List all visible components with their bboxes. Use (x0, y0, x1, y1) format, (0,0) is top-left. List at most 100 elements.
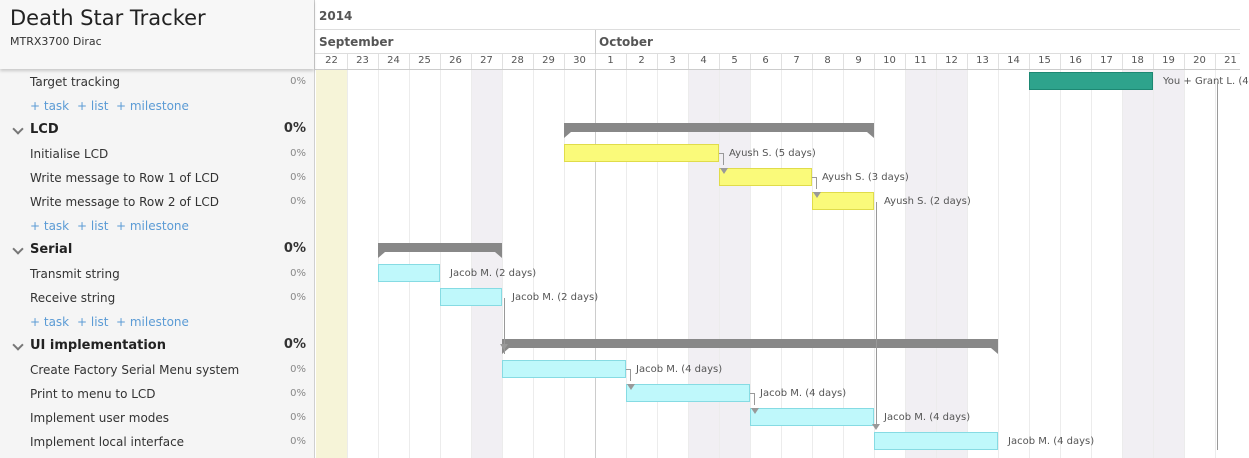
day-divider (719, 54, 720, 69)
weekend-column (1122, 70, 1153, 458)
progress-percent: 0% (290, 412, 306, 423)
day-divider (440, 54, 441, 69)
task-name: Implement local interface (30, 435, 185, 449)
month-divider (595, 30, 596, 54)
day-label: 16 (1069, 55, 1082, 66)
grid-line (688, 70, 689, 458)
dependency-arrow-icon (813, 192, 821, 198)
chevron-down-icon[interactable] (12, 123, 24, 135)
progress-percent: 0% (283, 241, 306, 256)
day-label: 17 (1100, 55, 1113, 66)
task-assignee-label: Ayush S. (5 days) (729, 148, 816, 159)
day-divider (1153, 54, 1154, 69)
grid-line (843, 70, 844, 458)
task-name: Transmit string (30, 267, 120, 281)
add-list-link[interactable]: + list (77, 315, 109, 329)
day-divider (781, 54, 782, 69)
progress-percent: 0% (283, 337, 306, 352)
task-assignee-label: Jacob M. (2 days) (512, 292, 599, 303)
dependency-connector (504, 298, 505, 354)
day-label: 14 (1007, 55, 1020, 66)
task-name: Write message to Row 2 of LCD (30, 195, 220, 209)
task-bar[interactable] (440, 288, 502, 306)
task-row[interactable]: Write message to Row 1 of LCD 0% (0, 166, 314, 190)
progress-percent: 0% (290, 196, 306, 207)
add-milestone-link[interactable]: + milestone (116, 99, 189, 113)
weekend-column (1153, 70, 1184, 458)
task-assignee-label: Jacob M. (4 days) (760, 388, 847, 399)
progress-percent: 0% (290, 148, 306, 159)
grid-line (874, 70, 875, 458)
group-summary-bar[interactable] (502, 339, 998, 354)
progress-percent: 0% (290, 172, 306, 183)
day-label: 1 (607, 55, 614, 66)
group-summary-bar[interactable] (378, 243, 502, 258)
task-bar[interactable] (719, 168, 812, 186)
task-row[interactable]: Transmit string 0% (0, 262, 314, 286)
task-bar[interactable] (626, 384, 750, 402)
add-milestone-link[interactable]: + milestone (116, 315, 189, 329)
dependency-connector (754, 393, 755, 405)
task-name: Write message to Row 1 of LCD (30, 171, 220, 185)
task-bar[interactable] (502, 360, 626, 378)
task-bar[interactable] (812, 192, 874, 210)
progress-percent: 0% (290, 388, 306, 399)
add-milestone-link[interactable]: + milestone (116, 219, 189, 233)
dependency-connector (876, 202, 877, 426)
task-assignee-label: Ayush S. (3 days) (822, 172, 909, 183)
grid-line (719, 70, 720, 458)
day-divider (843, 54, 844, 69)
day-label: 9 (855, 55, 862, 66)
day-label: 25 (418, 55, 431, 66)
chevron-down-icon[interactable] (12, 339, 24, 351)
weekend-column (936, 70, 967, 458)
day-divider (1029, 54, 1030, 69)
task-bar[interactable] (874, 432, 998, 450)
progress-percent: 0% (290, 268, 306, 279)
task-bar[interactable] (750, 408, 874, 426)
day-divider (1091, 54, 1092, 69)
day-label: 4 (700, 55, 707, 66)
day-divider (1122, 54, 1123, 69)
add-task-link[interactable]: + task (30, 219, 70, 233)
group-name: Serial (30, 242, 73, 257)
group-row[interactable]: Serial 0% (0, 238, 314, 262)
add-list-link[interactable]: + list (77, 219, 109, 233)
month-label: October (599, 35, 653, 49)
add-task-link[interactable]: + task (30, 315, 70, 329)
grid-line (1215, 70, 1216, 458)
dependency-arrow-icon (627, 384, 635, 390)
add-task-link[interactable]: + task (30, 99, 70, 113)
task-row[interactable]: Write message to Row 2 of LCD 0% (0, 190, 314, 214)
dependency-connector (816, 177, 817, 189)
task-bar[interactable] (378, 264, 440, 282)
day-label: 6 (762, 55, 769, 66)
day-label: 23 (356, 55, 369, 66)
task-bar[interactable] (1029, 72, 1153, 90)
task-assignee-label: You + Grant L. (4 (1163, 76, 1249, 87)
add-list-link[interactable]: + list (77, 99, 109, 113)
dependency-connector (812, 177, 817, 178)
grid-line (998, 70, 999, 458)
day-divider (812, 54, 813, 69)
task-assignee-label: Jacob M. (4 days) (884, 412, 971, 423)
grid-line (471, 70, 472, 458)
day-label: 22 (325, 55, 338, 66)
grid-line (781, 70, 782, 458)
task-bar[interactable] (564, 144, 719, 162)
group-summary-bar[interactable] (564, 123, 874, 138)
chevron-down-icon[interactable] (12, 243, 24, 255)
day-label: 21 (1224, 55, 1237, 66)
day-divider (595, 54, 596, 69)
